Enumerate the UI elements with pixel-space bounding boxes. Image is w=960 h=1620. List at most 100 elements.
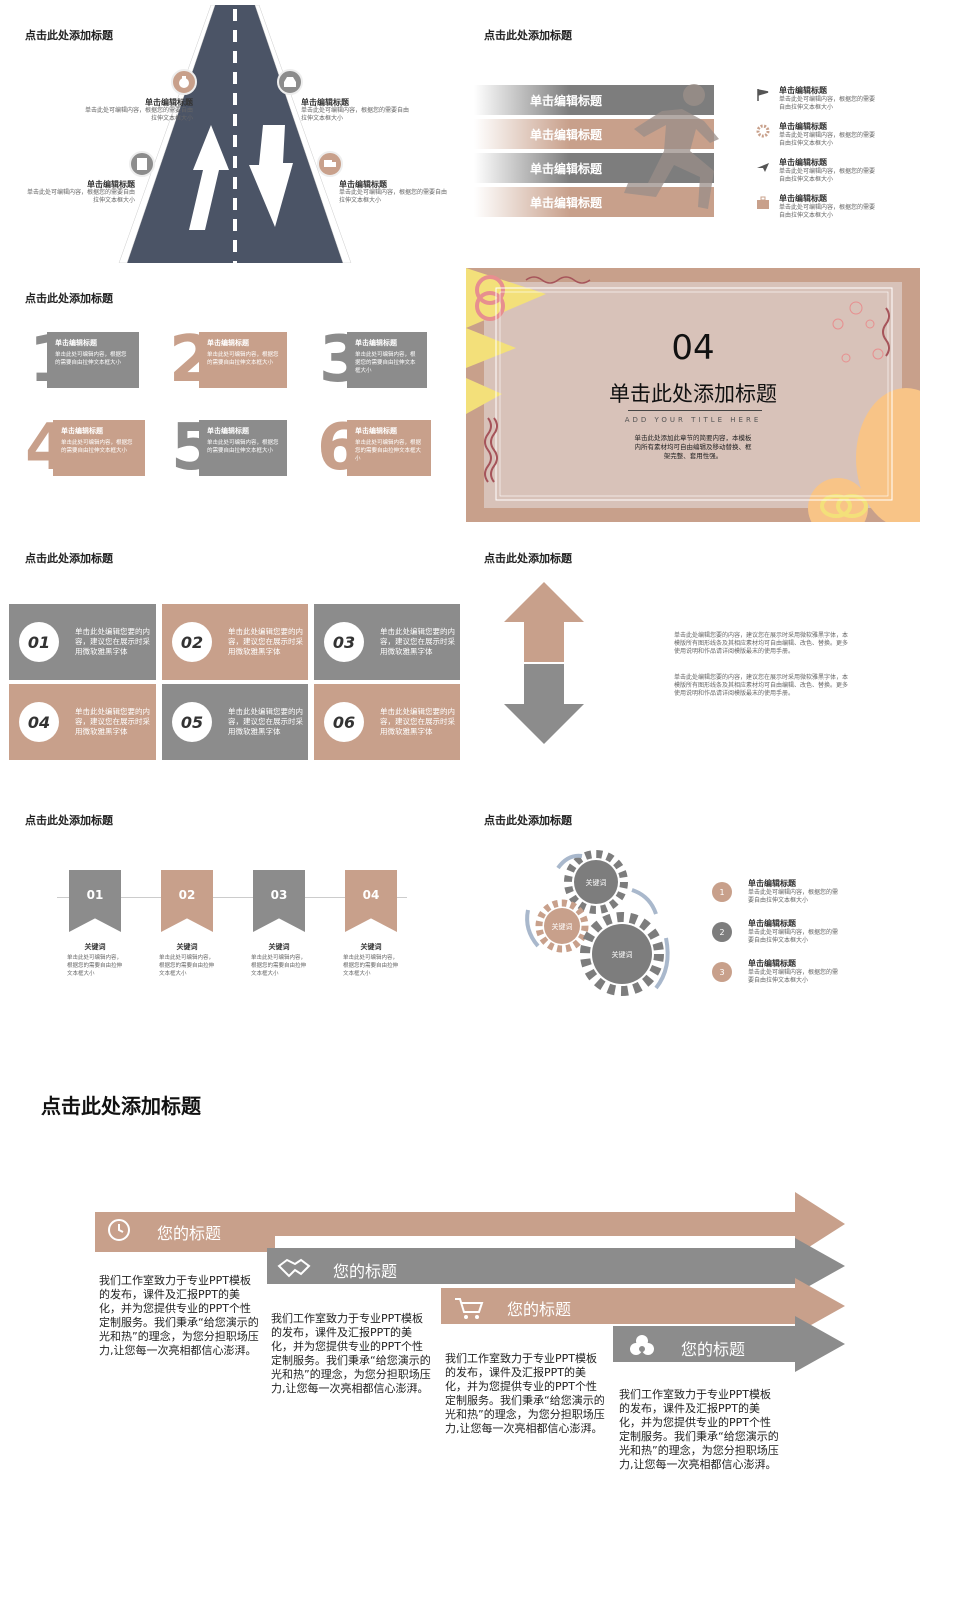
timeline-keyword: 关键词 xyxy=(360,943,382,951)
timeline-desc: 单击此处可编辑内容，根据您的需要自由拉伸文本框大小 xyxy=(159,955,215,977)
timeline-keyword: 关键词 xyxy=(176,943,198,951)
timeline-desc: 单击此处可编辑内容，根据您的需要自由拉伸文本框大小 xyxy=(343,955,399,977)
slide-staircase-arrows: 点击此处添加标题 您的标题 您的标题 您的标题 您的标题 我们工作室致力于专业P… xyxy=(5,1054,920,1574)
runner-item-title: 单击编辑标题 xyxy=(779,122,827,131)
gear-label: 关键词 xyxy=(551,923,573,931)
arrow-paragraph-2: 单击此处编辑您要的内容，建议您在展示时采用微软雅黑字体，本模版所有图形线条及其相… xyxy=(674,674,849,697)
road-item-title: 单击编辑标题 xyxy=(145,98,193,107)
arrow-band-3 xyxy=(441,1278,845,1334)
band-title: 您的标题 xyxy=(157,1224,222,1243)
arrow-band-2 xyxy=(267,1238,845,1294)
band-paragraph: 我们工作室致力于专业PPT模板的发布，课件及汇报PPT的美化，并为您提供专业的P… xyxy=(445,1352,605,1435)
band-title: 您的标题 xyxy=(507,1300,572,1319)
gear-item-desc: 单击此处可编辑内容，根据您的需要自由拉伸文本框大小 xyxy=(748,969,839,984)
slide-numbered-boxes: 点击此处添加标题 1 单击编辑标题单击此处可编辑内容，根据您的需要自由拉伸文本框… xyxy=(5,268,460,526)
road-item-desc: 单击此处可编辑内容，根据您的需要自由拉伸文本框大小 xyxy=(85,107,194,122)
gear-item-title: 单击编辑标题 xyxy=(748,919,796,928)
inbox-icon xyxy=(277,69,303,95)
timeline-keyword: 关键词 xyxy=(268,943,290,951)
number-box: 单击编辑标题单击此处可编辑内容，根据您的需要自由拉伸文本框大小 xyxy=(347,420,431,476)
slide-road: 点击此处添加标题 单击编辑标题 单击此处可编辑内容，根据您的需要自由拉伸文本框大… xyxy=(5,5,460,263)
number-box: 单击编辑标题单击此处可编辑内容，根据您的需要自由拉伸文本框大小 xyxy=(199,420,287,476)
slide-title: 点击此处添加标题 xyxy=(484,552,572,565)
road-item-desc: 单击此处可编辑内容，根据您的需要自由拉伸文本框大小 xyxy=(27,189,136,204)
slide-title: 点击此处添加标题 xyxy=(25,292,113,305)
runner-item-title: 单击编辑标题 xyxy=(779,158,827,167)
number-box: 单击编辑标题单击此处可编辑内容，根据您的需要自由拉伸文本框大小 xyxy=(347,332,427,388)
road-item-title: 单击编辑标题 xyxy=(339,180,387,189)
down-arrow xyxy=(504,664,584,744)
arrow-band-1 xyxy=(95,1192,845,1256)
road-illustration xyxy=(118,5,352,263)
cart-icon xyxy=(453,1296,485,1324)
bar-4: 单击编辑标题 xyxy=(474,187,714,217)
band-paragraph: 我们工作室致力于专业PPT模板的发布，课件及汇报PPT的美化，并为您提供专业的P… xyxy=(99,1274,259,1357)
timeline-ribbon: 02 xyxy=(161,870,213,932)
number-box: 单击编辑标题单击此处可编辑内容，根据您的需要自由拉伸文本框大小 xyxy=(199,332,287,388)
gear-item-desc: 单击此处可编辑内容，根据您的需要自由拉伸文本框大小 xyxy=(748,889,839,904)
slide-title: 点击此处添加标题 xyxy=(25,29,113,42)
gear-item-title: 单击编辑标题 xyxy=(748,879,796,888)
slide-title: 点击此处添加标题 xyxy=(41,1094,201,1118)
runner-item-desc: 单击此处可编辑内容，根据您的需要自由拉伸文本框大小 xyxy=(779,204,876,219)
road-item-title: 单击编辑标题 xyxy=(301,98,349,107)
document-icon xyxy=(129,151,155,177)
slide-title: 点击此处添加标题 xyxy=(25,814,113,827)
number-box: 单击编辑标题单击此处可编辑内容，根据您的需要自由拉伸文本框大小 xyxy=(47,332,139,388)
road-item-desc: 单击此处可编辑内容，根据您的需要自由拉伸文本框大小 xyxy=(301,107,410,122)
slide-title: 点击此处添加标题 xyxy=(484,29,572,42)
handshake-icon xyxy=(277,1256,311,1284)
truck-icon xyxy=(317,151,343,177)
airplane-icon xyxy=(756,159,770,178)
band-title: 您的标题 xyxy=(333,1262,398,1281)
up-arrow xyxy=(504,582,584,662)
runner-item-desc: 单击此处可编辑内容，根据您的需要自由拉伸文本框大小 xyxy=(779,132,876,147)
timeline-desc: 单击此处可编辑内容，根据您的需要自由拉伸文本框大小 xyxy=(251,955,307,977)
step-circle: 3 xyxy=(712,962,732,982)
slide-timeline: 点击此处添加标题 01 02 03 04 关键词 单击此处可编辑内容，根据您的需… xyxy=(5,790,460,1048)
decorative-frame xyxy=(466,268,920,522)
money-bag-icon xyxy=(171,69,197,95)
timeline-keyword: 关键词 xyxy=(84,943,106,951)
gear-item-title: 单击编辑标题 xyxy=(748,959,796,968)
flag-icon xyxy=(756,87,770,106)
timeline-ribbon: 04 xyxy=(345,870,397,932)
flower-icon xyxy=(629,1334,655,1364)
timeline-ribbon: 03 xyxy=(253,870,305,932)
briefcase-icon xyxy=(756,195,770,214)
slide-title: 点击此处添加标题 xyxy=(484,814,572,827)
step-circle: 2 xyxy=(712,922,732,942)
gears-illustration xyxy=(525,850,670,996)
clock-icon xyxy=(107,1218,131,1246)
timeline-ribbon: 01 xyxy=(69,870,121,932)
gear-label: 关键词 xyxy=(585,879,607,887)
step-circle: 1 xyxy=(712,882,732,902)
band-paragraph: 我们工作室致力于专业PPT模板的发布，课件及汇报PPT的美化，并为您提供专业的P… xyxy=(619,1388,779,1471)
arrow-band-4 xyxy=(613,1316,845,1372)
slide-title: 点击此处添加标题 xyxy=(25,552,113,565)
slide-runner: 点击此处添加标题 单击编辑标题 单击编辑标题 单击编辑标题 单击编辑标题 单击编… xyxy=(464,5,919,263)
title-underline xyxy=(628,410,762,411)
band-title: 您的标题 xyxy=(681,1340,746,1359)
number-box: 单击编辑标题单击此处可编辑内容，根据您的需要自由拉伸文本框大小 xyxy=(53,420,145,476)
band-paragraph: 我们工作室致力于专业PPT模板的发布，课件及汇报PPT的美化，并为您提供专业的P… xyxy=(271,1312,431,1395)
gear-label: 关键词 xyxy=(611,951,633,959)
slide-gears: 点击此处添加标题 关键词 关键词 关键词 1 单击编辑标题 单击此处可编辑内容，… xyxy=(464,790,919,1048)
section-subtitle: ADD YOUR TITLE HERE xyxy=(624,416,762,424)
slide-arrows: 点击此处添加标题 单击此处编辑您要的内容，建议您在展示时采用微软雅黑字体，本模版… xyxy=(464,528,919,786)
runner-item-title: 单击编辑标题 xyxy=(779,86,827,95)
section-number: 04 xyxy=(671,328,715,368)
section-desc: 单击此处添加此章节的简要内容，本模板内所有素材均可自由编辑及移动替换、框架完整、… xyxy=(634,434,752,460)
road-item-title: 单击编辑标题 xyxy=(87,180,135,189)
timeline-line xyxy=(57,897,407,898)
road-item-desc: 单击此处可编辑内容，根据您的需要自由拉伸文本框大小 xyxy=(339,189,448,204)
runner-item-desc: 单击此处可编辑内容，根据您的需要自由拉伸文本框大小 xyxy=(779,168,876,183)
arrow-paragraph-1: 单击此处编辑您要的内容，建议您在展示时采用微软雅黑字体，本模版所有图形线条及其相… xyxy=(674,632,849,655)
runner-item-title: 单击编辑标题 xyxy=(779,194,827,203)
